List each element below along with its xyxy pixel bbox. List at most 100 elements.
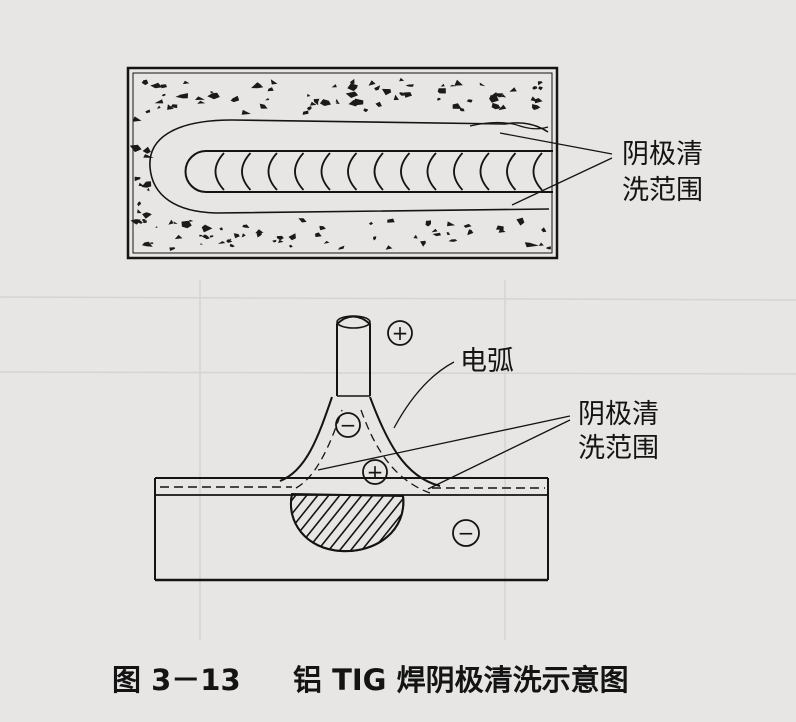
polarity-circle: [452, 519, 480, 547]
weld-ripple: [479, 152, 490, 191]
oxide-speck: [479, 82, 486, 87]
oxide-speck: [541, 227, 547, 233]
oxide-speck: [516, 217, 525, 226]
bottom-leader-line-1: [317, 415, 571, 471]
oxide-speck: [524, 242, 539, 248]
hatch-line: [290, 494, 327, 552]
cleaning-zone-boundary: [149, 119, 550, 214]
oxide-speck: [364, 108, 367, 111]
weld-pool-outline: [289, 493, 405, 553]
hatch-line: [353, 494, 404, 552]
oxide-speck: [425, 220, 431, 227]
oxide-speck: [323, 240, 330, 244]
oxide-speck: [368, 221, 373, 225]
hatch-line: [290, 494, 316, 552]
polarity-circle: [335, 412, 361, 438]
oxide-speck: [141, 79, 149, 86]
oxide-speck: [201, 224, 213, 233]
oxide-speck: [132, 116, 142, 122]
positive-sign: +: [367, 460, 384, 484]
weld-pool-hatching: [211, 485, 404, 560]
oxide-speck: [538, 86, 543, 91]
oxide-speck: [454, 79, 463, 86]
oxide-speck: [405, 84, 414, 87]
oxide-speck: [331, 84, 337, 88]
oxide-speck: [449, 84, 457, 87]
oxide-speck: [310, 101, 317, 106]
oxide-speck: [375, 101, 382, 107]
oxide-speck: [448, 239, 458, 242]
oxide-speck: [466, 99, 473, 103]
hatch-line: [222, 485, 282, 560]
oxide-speck: [335, 101, 340, 104]
oxide-speck: [537, 81, 543, 86]
oxide-speck: [265, 98, 270, 101]
oxide-speck: [530, 96, 538, 102]
cross-section: + − + − 电弧 阴极清 洗范围: [154, 315, 659, 582]
oxide-speck: [142, 220, 147, 224]
oxide-speck: [251, 82, 264, 89]
oxide-speck: [413, 234, 418, 239]
bottom-cleaning-label-line1: 阴极清: [578, 399, 659, 430]
oxide-speck: [492, 92, 498, 98]
oxide-speck: [181, 220, 192, 229]
oxide-speck: [385, 245, 393, 250]
oxide-speck: [288, 233, 296, 241]
oxide-speck: [319, 99, 331, 106]
oxide-speck: [491, 102, 501, 110]
oxide-speck: [532, 104, 541, 111]
oxide-speck: [210, 91, 214, 94]
oxide-speck: [229, 243, 235, 248]
oxide-speck: [313, 98, 320, 106]
oxide-speck: [149, 242, 154, 244]
polarity-circle: [362, 459, 388, 485]
oxide-speck: [509, 87, 517, 92]
oxide-speck: [319, 225, 326, 231]
bleed-through-line: [0, 296, 796, 301]
oxide-speck: [241, 233, 246, 238]
weld-ripple: [373, 152, 384, 191]
oxide-speck: [142, 146, 151, 154]
oxide-speck: [348, 99, 359, 107]
oxide-speck: [226, 239, 233, 243]
weld-ripple: [294, 152, 305, 191]
oxide-speck: [200, 243, 203, 245]
arc-outline-left: [279, 396, 333, 482]
arc-inner-dashed-left: [295, 409, 343, 489]
oxide-speck: [141, 181, 152, 188]
oxide-speck: [270, 79, 278, 85]
weld-ripple: [426, 152, 437, 191]
positive-sign: +: [392, 321, 409, 345]
oxide-speck: [452, 103, 462, 109]
top-view: 阴极清 洗范围: [126, 66, 703, 260]
oxide-speck: [199, 234, 203, 237]
oxide-speck: [381, 88, 392, 96]
weld-ripple: [241, 152, 252, 191]
oxide-speck: [130, 219, 141, 225]
oxide-speck: [278, 239, 284, 243]
oxide-speck: [440, 83, 445, 87]
arc-inner-dashed-right: [360, 409, 431, 494]
arc-positive-mark: +: [362, 459, 388, 485]
weld-ripple: [506, 152, 517, 191]
oxide-speck: [459, 107, 465, 112]
oxide-speck: [267, 87, 274, 92]
oxide-speck: [272, 239, 277, 243]
oxide-speck: [349, 78, 355, 85]
hatch-line: [290, 494, 294, 552]
oxide-speck: [347, 83, 358, 92]
oxide-speck: [233, 233, 240, 239]
oxide-speck: [538, 242, 544, 246]
hatch-line: [211, 485, 271, 560]
oxide-speck: [501, 94, 507, 98]
weld-ripple: [214, 152, 225, 191]
plate-outline: [126, 66, 559, 260]
oxide-speck: [338, 245, 345, 250]
oxide-speck: [156, 105, 161, 109]
oxide-speck: [467, 229, 474, 236]
hatch-line: [342, 494, 404, 552]
oxide-speck: [150, 82, 163, 89]
oxide-speck: [495, 93, 504, 98]
arc-leader-line: [393, 361, 455, 429]
weld-ripple: [453, 152, 464, 191]
